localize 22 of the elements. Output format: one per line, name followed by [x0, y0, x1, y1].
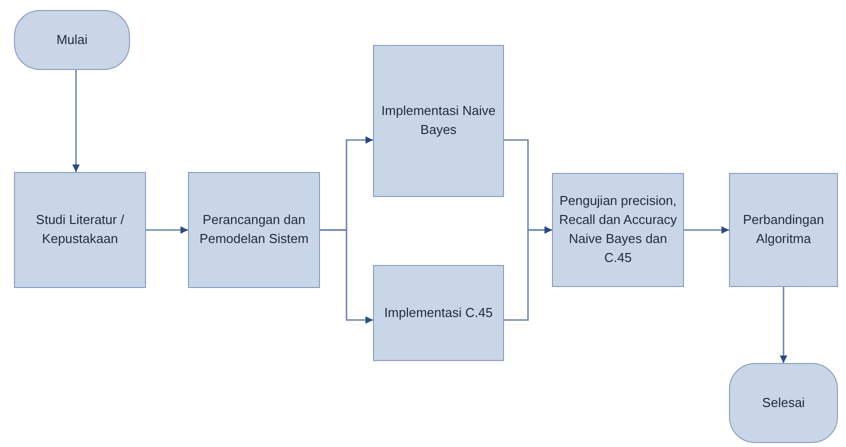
arrow: [146, 226, 188, 234]
node-label: Perancangan dan Pemodelan Sistem: [198, 211, 310, 248]
process-box: [552, 173, 684, 287]
node-label: Perbandingan Algoritma: [742, 211, 825, 248]
process-box: [729, 173, 838, 287]
arrow: [320, 229, 373, 324]
terminal-node: [14, 10, 130, 70]
arrow: [72, 70, 80, 172]
process-box: [373, 265, 504, 361]
arrow: [780, 287, 788, 363]
arrow: [684, 226, 729, 234]
arrow: [504, 226, 552, 321]
terminal-node: [729, 363, 838, 443]
process-box: [373, 45, 504, 197]
process-box: [14, 172, 146, 288]
node-label: Implementasi Naive Bayes: [380, 102, 497, 139]
node-label: Studi Literatur / Kepustakaan: [34, 211, 126, 248]
process-box: [188, 172, 320, 288]
node-label: Pengujian precision, Recall dan Accuracy Naive Bayes dan C.45: [558, 192, 678, 267]
node-label: Selesai: [762, 394, 805, 412]
node-label: Implementasi C.45: [384, 304, 493, 322]
node-label: Mulai: [56, 30, 88, 49]
